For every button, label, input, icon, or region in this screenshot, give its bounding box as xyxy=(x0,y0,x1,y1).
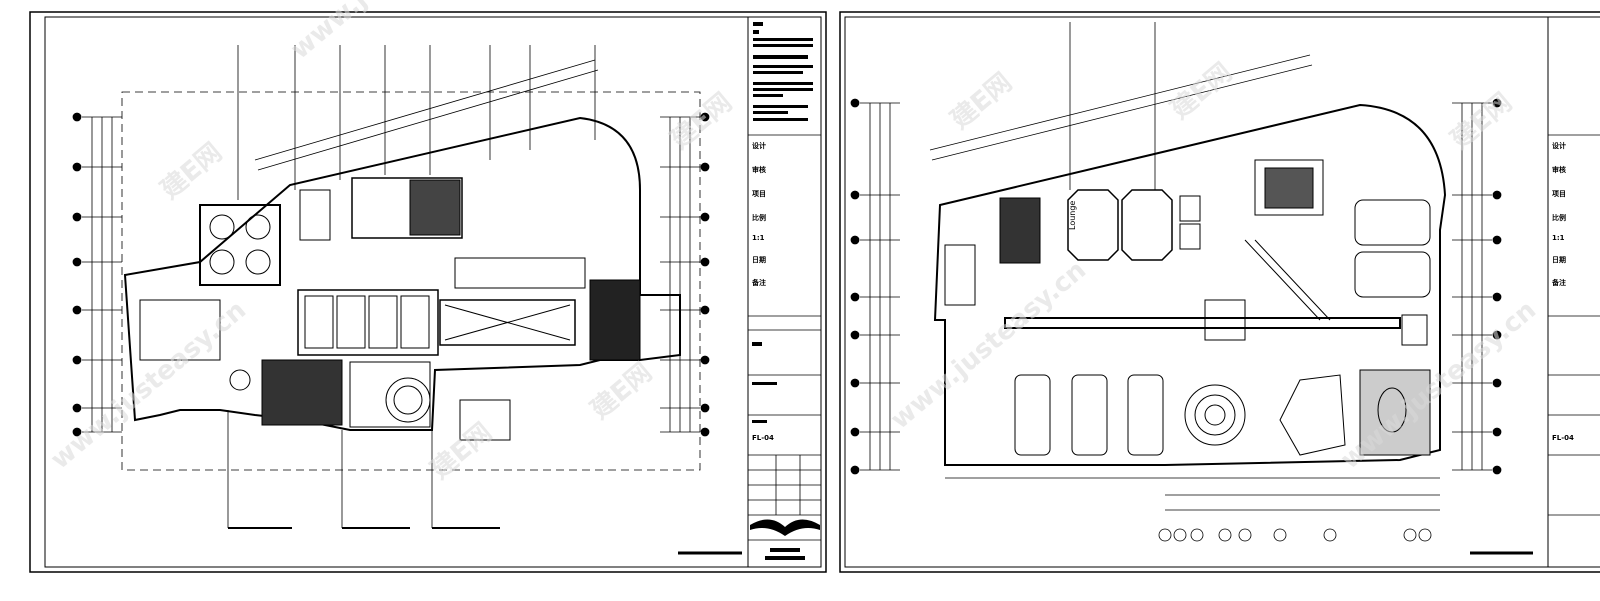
grid-bubble xyxy=(850,235,860,245)
grid-bubble xyxy=(700,427,710,437)
title-row-design: 设计 xyxy=(752,141,766,150)
title-row-date: 日期 xyxy=(752,255,766,264)
grid-bubble xyxy=(700,355,710,365)
grid-bubble xyxy=(700,162,710,172)
watermark-text: www.justeasy.cn xyxy=(885,255,1092,435)
grid-bubble xyxy=(1492,190,1502,200)
grid-axes-right xyxy=(850,98,1502,542)
grid-bubble xyxy=(700,212,710,222)
grid-bubble xyxy=(1492,98,1502,108)
grid-bubble xyxy=(1323,528,1337,542)
grid-bubble xyxy=(72,162,82,172)
grid-bubble xyxy=(1173,528,1187,542)
watermark-text: 建E网 xyxy=(585,358,658,426)
leader-lines-left xyxy=(227,45,742,555)
grid-axes-left xyxy=(72,112,710,437)
grid-bubble xyxy=(1403,528,1417,542)
grid-bubble xyxy=(850,98,860,108)
watermark-text: 建E网 xyxy=(155,138,228,206)
title-row-scale: 比例 xyxy=(1552,213,1566,222)
watermark-text: 建E网 xyxy=(1445,88,1518,156)
grid-bubble xyxy=(850,330,860,340)
title-row-notes: 备注 xyxy=(751,278,766,287)
title-block-right: 设计 审核 项目 比例 1:1 日期 备注 FL-04 xyxy=(1548,134,1600,516)
grid-bubble xyxy=(1492,465,1502,475)
scale-value: 1:1 xyxy=(752,234,765,242)
grid-bubble xyxy=(1492,292,1502,302)
grid-bubble xyxy=(72,427,82,437)
grid-bubble xyxy=(850,427,860,437)
grid-bubble xyxy=(72,212,82,222)
grid-bubble xyxy=(1418,528,1432,542)
grid-bubble xyxy=(72,305,82,315)
grid-bubble xyxy=(850,292,860,302)
title-row-review: 审核 xyxy=(752,165,766,174)
title-row-project: 项目 xyxy=(752,189,766,198)
title-row-date: 日期 xyxy=(1552,255,1566,264)
grid-bubble xyxy=(1492,235,1502,245)
title-row-project: 项目 xyxy=(1552,189,1566,198)
watermark-text: www.justeasy.cn xyxy=(45,295,252,475)
grid-bubble xyxy=(72,112,82,122)
watermark-text: 建E网 xyxy=(425,418,498,486)
grid-bubble xyxy=(1273,528,1287,542)
grid-bubble xyxy=(1190,528,1204,542)
sheet-right xyxy=(839,11,1600,573)
floor-plan-left xyxy=(121,91,701,471)
title-row-review: 审核 xyxy=(1552,165,1566,174)
grid-bubble xyxy=(1492,378,1502,388)
grid-bubble xyxy=(1238,528,1252,542)
grid-bubble xyxy=(700,112,710,122)
grid-bubble xyxy=(72,257,82,267)
grid-bubble xyxy=(1158,528,1172,542)
title-row-design: 设计 xyxy=(1552,141,1566,150)
grid-bubble xyxy=(850,465,860,475)
sheet-left xyxy=(29,11,827,573)
grid-bubble xyxy=(700,257,710,267)
grid-bubble xyxy=(1492,330,1502,340)
title-row-scale: 比例 xyxy=(752,213,766,222)
scale-value: 1:1 xyxy=(1552,234,1565,242)
room-label: Lounge xyxy=(1068,201,1077,230)
grid-bubble xyxy=(850,190,860,200)
grid-bubble xyxy=(850,378,860,388)
grid-bubble xyxy=(72,355,82,365)
watermark-text: 建E网 xyxy=(1165,58,1238,126)
watermark-text: 建E网 xyxy=(665,88,738,156)
grid-bubble xyxy=(1492,427,1502,437)
grid-bubble xyxy=(700,403,710,413)
title-block-left: 设计 审核 项目 比例 1:1 日期 备注 FL-04 xyxy=(748,22,821,560)
leader-lines-right xyxy=(929,22,1533,555)
title-row-notes: 备注 xyxy=(1551,278,1566,287)
grid-bubble xyxy=(72,403,82,413)
floor-plan-right xyxy=(933,103,1447,466)
watermark-text: 建E网 xyxy=(945,68,1018,136)
drawing-number: FL-04 xyxy=(1552,434,1574,442)
grid-bubble xyxy=(1218,528,1232,542)
grid-bubble xyxy=(700,305,710,315)
watermark-text: www.justeasy.cn xyxy=(285,0,492,65)
drawing-number: FL-04 xyxy=(752,434,774,442)
